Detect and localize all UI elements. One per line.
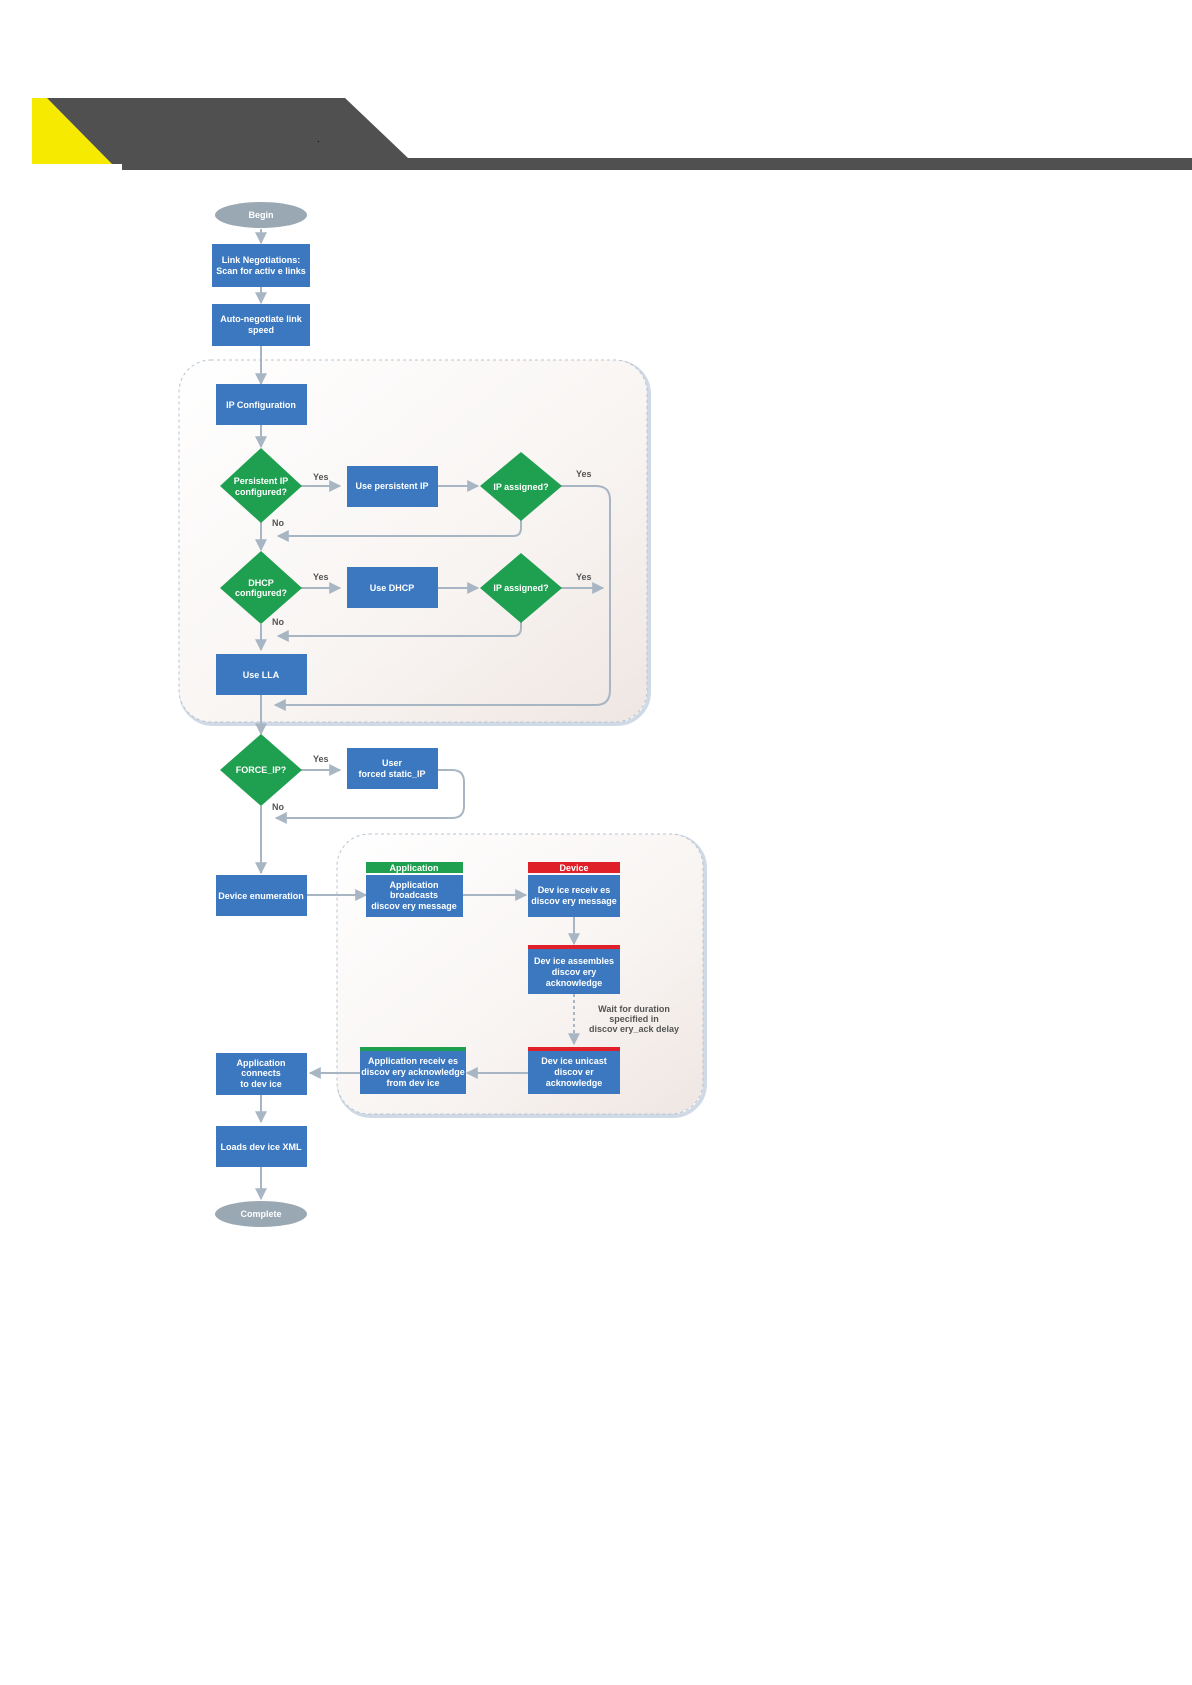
persistent-ip-line-1: Persistent IP [234, 476, 289, 486]
app-receives-line-3: from dev ice [386, 1078, 439, 1088]
yes-label: Yes [313, 754, 329, 764]
complete-terminal: Complete [215, 1201, 307, 1227]
device-receives-line-2: discov ery message [531, 896, 617, 906]
device-assembles-line-3: acknowledge [546, 978, 603, 988]
device-unicast-line-1: Dev ice unicast [541, 1056, 607, 1066]
no-label: No [272, 518, 284, 528]
force-ip-label: FORCE_IP? [236, 765, 287, 775]
wait-note-line-1: Wait for duration [598, 1004, 670, 1014]
use-persistent-ip-label: Use persistent IP [355, 481, 428, 491]
device-unicast-line-3: acknowledge [546, 1078, 603, 1088]
use-persistent-ip-box: Use persistent IP [347, 466, 438, 507]
link-negotiations-line-1: Link Negotiations: [222, 255, 301, 265]
application-tag-strip [360, 1047, 466, 1051]
dhcp-line-1: DHCP [248, 578, 274, 588]
loads-device-xml-box: Loads dev ice XML [216, 1126, 307, 1167]
device-assembles-line-2: discov ery [552, 967, 597, 977]
application-tag [366, 862, 463, 873]
device-assembles-box: Dev ice assembles discov ery acknowledge [528, 945, 620, 994]
app-connects-box: Application connects to dev ice [216, 1053, 307, 1095]
ip-assigned-label-1: IP assigned? [493, 482, 548, 492]
app-connects-line-3: to dev ice [240, 1079, 282, 1089]
application-tag-label: Application [390, 863, 439, 873]
app-receives-box: Application receiv es discov ery acknowl… [360, 1047, 466, 1094]
link-negotiations-box: Link Negotiations: Scan for activ e link… [212, 244, 310, 287]
link-negotiations-line-2: Scan for activ e links [216, 266, 306, 276]
device-tag-label: Device [559, 863, 588, 873]
persistent-ip-decision: Persistent IP configured? [220, 448, 302, 523]
app-broadcasts-box: Application Application broadcasts disco… [366, 862, 463, 917]
device-enumeration-box: Device enumeration [216, 875, 307, 916]
auto-negotiate-line-1: Auto-negotiate link [220, 314, 302, 324]
device-tag-strip [528, 1047, 620, 1051]
use-lla-label: Use LLA [243, 670, 280, 680]
wait-note-line-2: specified in [609, 1014, 659, 1024]
use-dhcp-box: Use DHCP [347, 567, 438, 608]
app-receives-line-2: discov ery acknowledge [361, 1067, 465, 1077]
wait-note-line-3: discov ery_ack delay [589, 1024, 679, 1034]
app-broadcasts-line-2: broadcasts [390, 890, 438, 900]
device-receives-line-1: Dev ice receiv es [538, 885, 611, 895]
persistent-ip-line-2: configured? [235, 487, 287, 497]
page-header-banner: . [32, 98, 1192, 170]
ip-config-region [178, 359, 651, 726]
device-unicast-box: Dev ice unicast discov er acknowledge [528, 1047, 620, 1094]
yes-label: Yes [576, 572, 592, 582]
app-broadcasts-line-1: Application [390, 880, 439, 890]
device-unicast-line-2: discov er [554, 1067, 594, 1077]
user-forced-line-1: User [382, 758, 403, 768]
ip-assigned-decision-1: IP assigned? [480, 452, 562, 521]
header-dark-band [47, 98, 1192, 170]
wait-note: Wait for duration specified in discov er… [589, 1004, 679, 1034]
app-connects-line-2: connects [241, 1068, 281, 1078]
connectors [255, 229, 611, 1201]
user-forced-box: User forced static_IP [347, 748, 438, 789]
ip-assigned-label-2: IP assigned? [493, 583, 548, 593]
yes-label: Yes [313, 572, 329, 582]
use-lla-box: Use LLA [216, 654, 307, 695]
dhcp-line-2: configured? [235, 588, 287, 598]
no-label: No [272, 617, 284, 627]
dhcp-decision: DHCP configured? [220, 551, 302, 624]
yes-label: Yes [576, 469, 592, 479]
use-dhcp-label: Use DHCP [370, 583, 415, 593]
device-tag-strip [528, 945, 620, 949]
ip-configuration-label: IP Configuration [226, 400, 296, 410]
auto-negotiate-line-2: speed [248, 325, 274, 335]
ip-configuration-box: IP Configuration [216, 384, 307, 425]
user-forced-line-2: forced static_IP [358, 769, 425, 779]
yes-label: Yes [313, 472, 329, 482]
begin-label: Begin [248, 210, 273, 220]
auto-negotiate-box: Auto-negotiate link speed [212, 304, 310, 346]
app-connects-line-1: Application [237, 1058, 286, 1068]
header-yellow-accent [32, 98, 112, 164]
device-receives-box: Device Dev ice receiv es discov ery mess… [528, 862, 620, 917]
header-dot: . [317, 134, 320, 145]
force-ip-decision: FORCE_IP? [220, 734, 302, 806]
ip-assigned-decision-2: IP assigned? [480, 553, 562, 623]
device-enumeration-label: Device enumeration [218, 891, 304, 901]
loads-device-xml-label: Loads dev ice XML [220, 1142, 302, 1152]
app-receives-line-1: Application receiv es [368, 1056, 458, 1066]
device-tag [528, 862, 620, 873]
device-assembles-line-1: Dev ice assembles [534, 956, 614, 966]
complete-label: Complete [240, 1209, 281, 1219]
app-broadcasts-line-3: discov ery message [371, 901, 457, 911]
begin-terminal: Begin [215, 202, 307, 228]
no-label: No [272, 802, 284, 812]
